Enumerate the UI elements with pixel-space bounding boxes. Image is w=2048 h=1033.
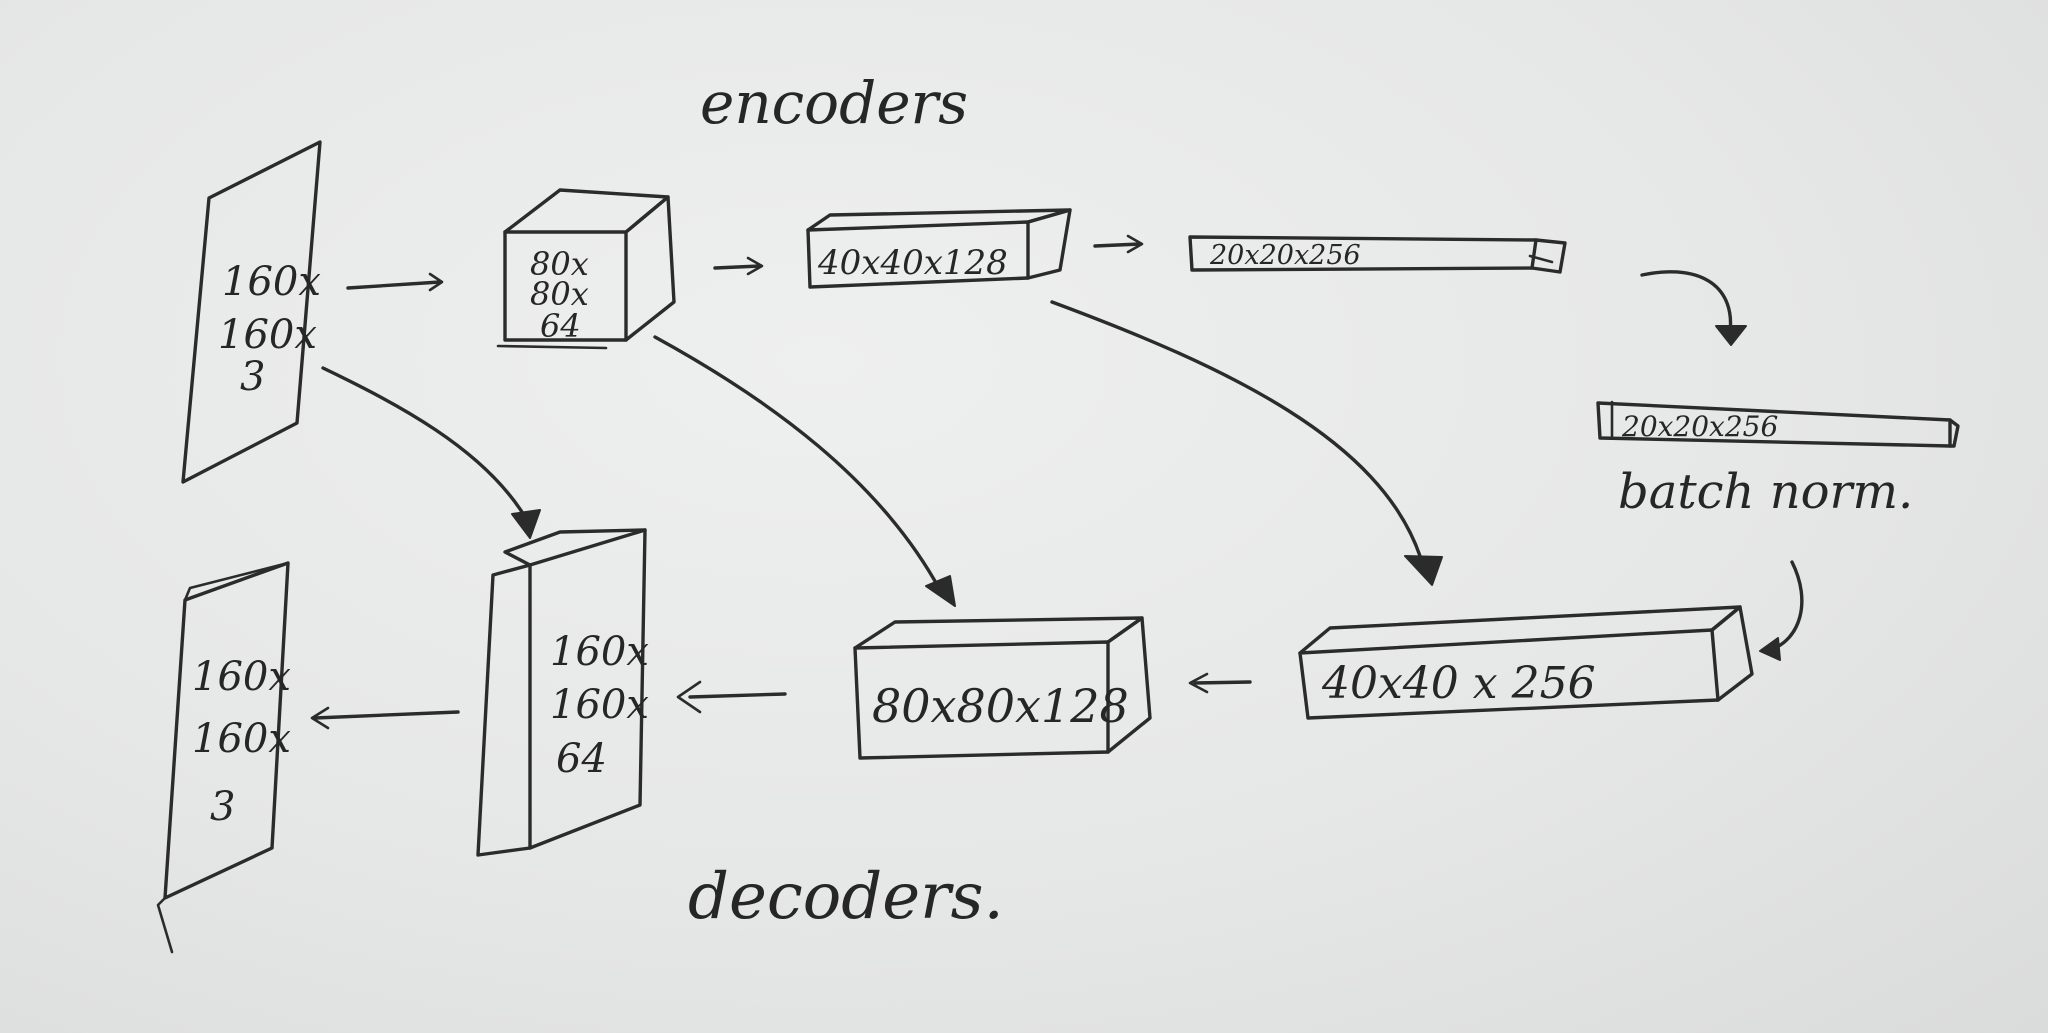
block-dec1-label: 40x40 x 256	[1321, 658, 1596, 709]
block-dec3-line-3: 64	[556, 736, 607, 782]
block-enc1-line-2: 80x	[530, 275, 589, 313]
skip-enc1-to-dec2	[653, 335, 956, 607]
block-dec2: 80x80x128	[853, 616, 1152, 760]
block-input-line-1: 160x	[222, 259, 321, 305]
block-dec3: 160x 160x 64	[476, 528, 649, 857]
block-output-line-1: 160x	[192, 654, 291, 700]
arrow-dec2-to-dec3	[676, 680, 787, 714]
arrow-bn-to-dec1	[1759, 560, 1804, 661]
arrow-enc1-to-enc2	[713, 256, 764, 276]
arrow-dec1-to-dec2	[1188, 672, 1252, 694]
decoders-heading: decoders.	[688, 860, 1004, 934]
arrow-enc3-to-bn	[1640, 270, 1747, 346]
block-enc1-line-1: 80x	[530, 245, 589, 283]
skip-input-to-dec3	[321, 366, 541, 539]
arrow-enc2-to-enc3	[1093, 234, 1144, 254]
block-input: 160x 160x 3	[181, 140, 322, 484]
arrow-dec3-to-output	[310, 706, 460, 730]
block-enc1: 80x 80x 64	[496, 188, 676, 350]
block-dec3-line-2: 160x	[550, 682, 649, 728]
block-input-line-2: 160x	[218, 312, 317, 358]
block-output-line-2: 160x	[192, 716, 291, 762]
encoders-heading: encoders	[700, 69, 968, 137]
block-input-line-3: 3	[240, 354, 265, 400]
block-output-line-3: 3	[210, 784, 235, 830]
batch-norm-label: batch norm.	[1618, 464, 1913, 520]
block-dec3-line-1: 160x	[550, 629, 649, 675]
block-enc3: 20x20x256	[1188, 235, 1567, 274]
block-enc2: 40x40x128	[806, 208, 1072, 289]
block-enc3-label: 20x20x256	[1209, 240, 1361, 271]
arrow-input-to-enc1	[346, 272, 444, 292]
block-enc2-label: 40x40x128	[817, 243, 1008, 283]
block-bottleneck: 20x20x256 batch norm.	[1596, 400, 1960, 520]
block-bottleneck-label: 20x20x256	[1621, 410, 1778, 443]
block-dec2-label: 80x80x128	[872, 679, 1129, 733]
block-enc1-line-3: 64	[540, 307, 581, 345]
skip-enc2-to-dec1	[1050, 300, 1443, 586]
block-output: 160x 160x 3	[156, 561, 291, 954]
block-dec1: 40x40 x 256	[1298, 605, 1754, 720]
